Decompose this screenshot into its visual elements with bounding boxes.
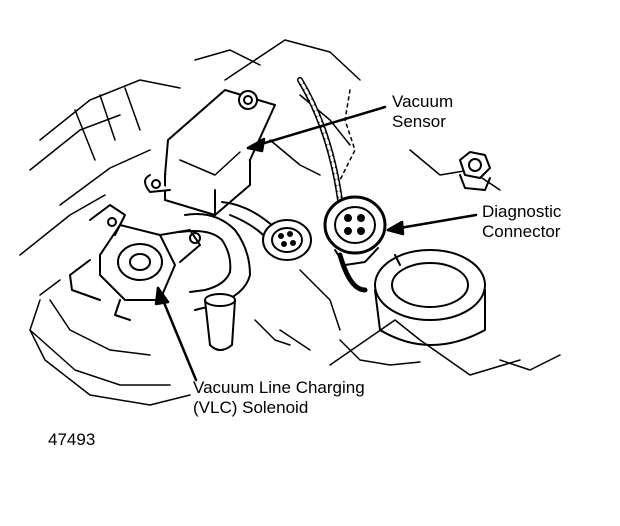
callout-arrows xyxy=(154,105,478,382)
figure-number: 47493 xyxy=(48,430,96,449)
bolt-nut xyxy=(459,151,491,191)
wire-harness xyxy=(297,77,368,293)
vlc-solenoid-label-line2: (VLC) Solenoid xyxy=(193,398,309,417)
vacuum-sensor xyxy=(144,89,276,216)
hose-stem xyxy=(204,293,236,351)
vlc-solenoid-label-line1: Vacuum Line Charging xyxy=(193,378,365,397)
round-connector xyxy=(262,219,312,261)
vlc-solenoid xyxy=(69,204,201,321)
canister xyxy=(374,249,486,346)
diagnostic-connector xyxy=(323,195,387,266)
diagnostic-connector-label: Diagnostic Connector xyxy=(482,202,561,242)
engine-background xyxy=(19,39,561,406)
vlc-solenoid-label: Vacuum Line Charging (VLC) Solenoid xyxy=(193,378,365,418)
vacuum-sensor-label-line1: Vacuum xyxy=(392,92,454,111)
diagnostic-connector-label-line2: Connector xyxy=(482,222,561,241)
vacuum-sensor-label-line2: Sensor xyxy=(392,112,446,131)
diagnostic-connector-label-line1: Diagnostic xyxy=(482,202,562,221)
vacuum-sensor-label: Vacuum Sensor xyxy=(392,92,453,132)
